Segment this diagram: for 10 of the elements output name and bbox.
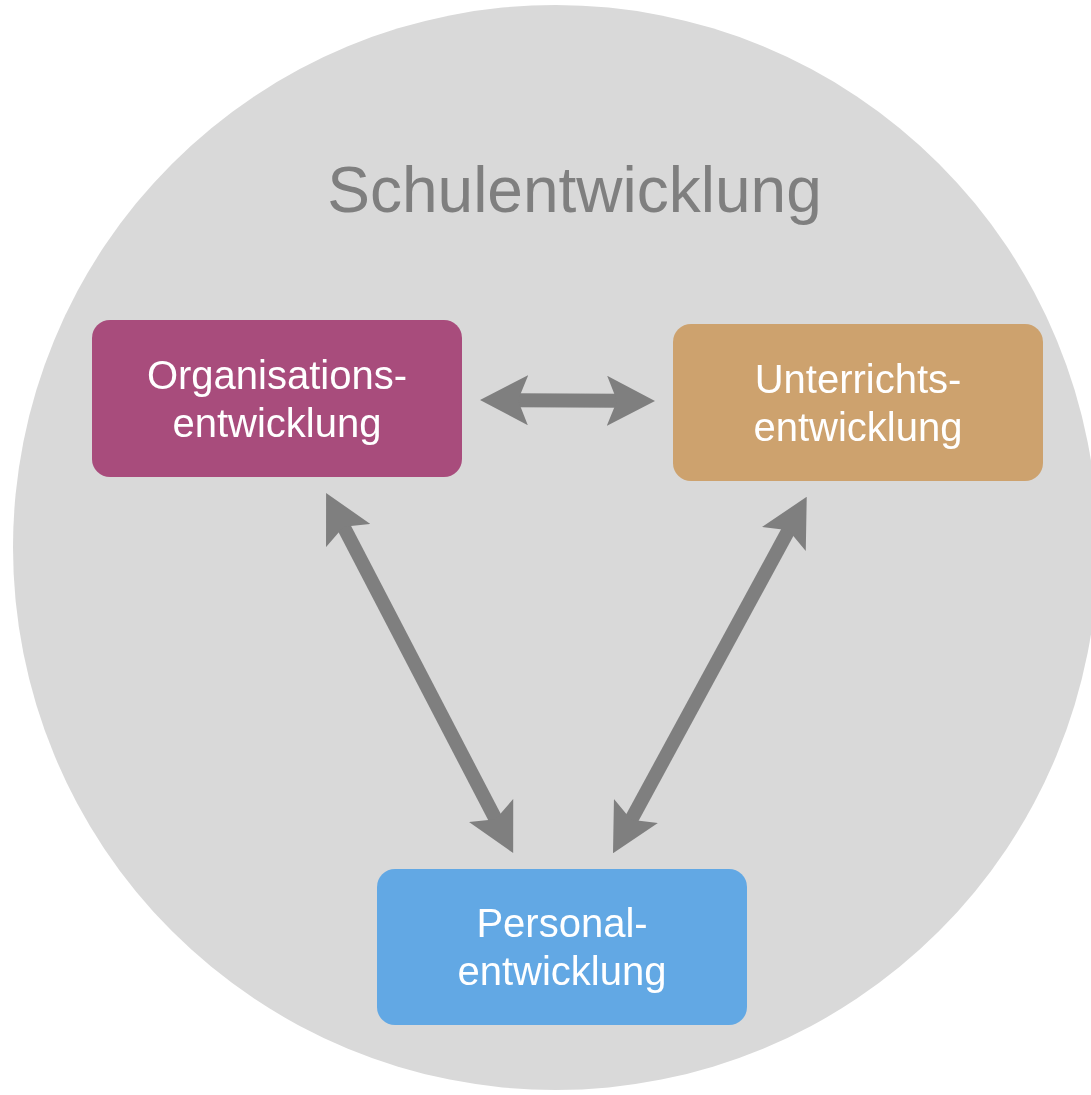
double-arrow (326, 492, 514, 854)
double-arrow (480, 375, 655, 426)
box-label: Organisations- entwicklung (145, 351, 409, 447)
box-label: Personal- entwicklung (456, 900, 668, 995)
double-arrow (613, 496, 807, 854)
process-box (92, 320, 462, 477)
process-box (673, 324, 1043, 481)
circle-heading: Schulentwicklung (326, 153, 823, 227)
process-box (377, 869, 747, 1025)
box-label: Unterrichts- entwicklung (752, 355, 964, 451)
